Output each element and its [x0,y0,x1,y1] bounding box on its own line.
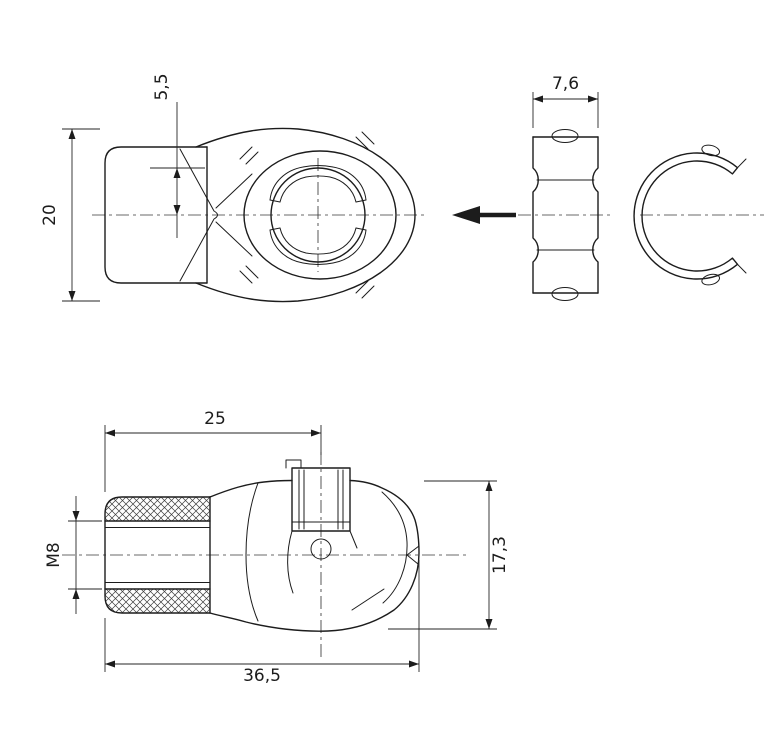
dim-label-groove: 25 [204,409,226,429]
section-view [104,459,420,632]
dimension-groove-25: 25 [104,409,322,492]
dim-label-height: 20 [40,204,60,226]
clip-front-view [633,144,747,286]
dimension-clip-width-7-6: 7,6 [532,74,599,128]
dim-label-clip-width: 7,6 [552,74,579,94]
dim-label-head-height: 17,3 [490,536,510,574]
assembly-direction-arrow-icon [452,206,516,224]
dimension-thread-m8: M8 [44,496,102,614]
top-view-outline [104,127,416,303]
dim-label-offset: 5,5 [152,73,172,100]
dimension-head-height-17-3: 17,3 [388,480,510,630]
clip-side-view [532,129,599,301]
dimension-total-length-36-5: 36,5 [104,560,420,686]
dim-label-total-length: 36,5 [243,666,281,686]
dimension-offset-5-5: 5,5 [150,73,205,238]
dimension-height-20: 20 [40,128,100,302]
centerlines [62,158,764,660]
dim-label-thread: M8 [44,542,64,567]
